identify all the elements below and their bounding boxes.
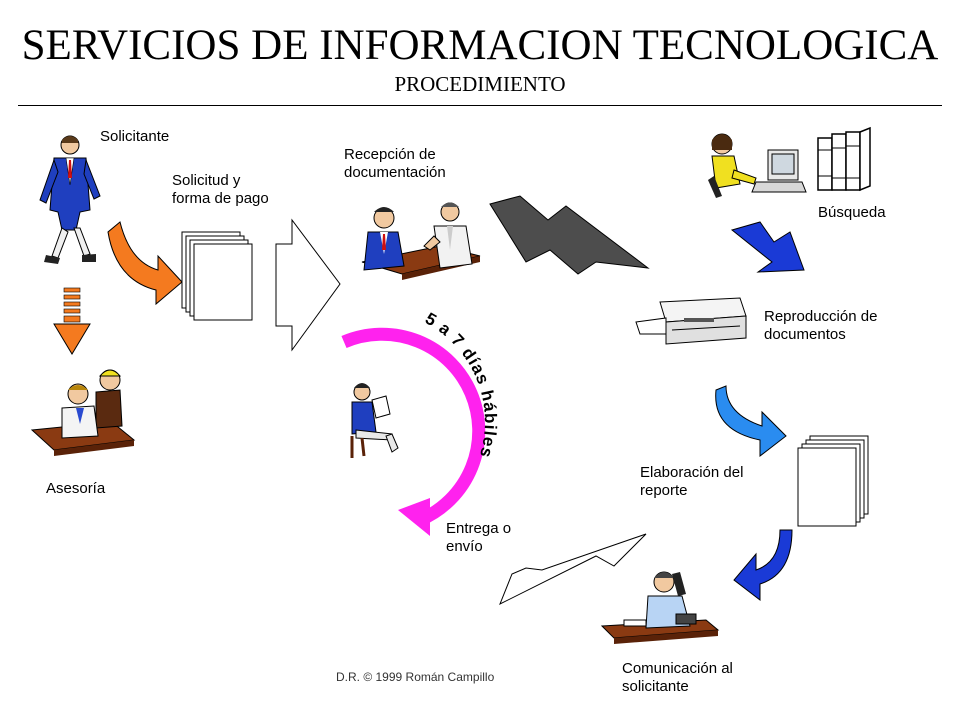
person-walking-icon [39, 135, 101, 264]
label-comunicacion: Comunicación al solicitante [622, 660, 733, 695]
page-subtitle: PROCEDIMIENTO [394, 72, 566, 96]
hollow-flow-arrow [275, 218, 341, 352]
label-asesoria: Asesoría [46, 480, 106, 497]
orange-down-arrow [53, 287, 91, 355]
label-solicitud: Solicitud y forma de pago [172, 172, 269, 207]
documents-stack-icon [797, 435, 869, 527]
dark-flow-arrow [489, 195, 650, 275]
light-blue-flow-arrow [715, 385, 787, 458]
label-elaboracion: Elaboración del reporte [640, 464, 744, 499]
blue-flow-arrow [733, 529, 793, 602]
photocopier-icon [635, 297, 747, 345]
cycle-arc [341, 327, 486, 526]
documents-stack-icon [181, 231, 253, 321]
cycle-arrowhead [398, 498, 430, 536]
page-title: SERVICIOS DE INFORMACION TECNOLOGICA [21, 22, 939, 69]
label-busqueda: Búsqueda [818, 204, 886, 221]
person-phone-icon [600, 571, 720, 644]
computer-user-icon [708, 133, 807, 198]
orange-flow-arrow [107, 221, 183, 306]
person-reading-icon [350, 383, 399, 458]
people-meeting-icon [361, 202, 481, 280]
label-recepcion: Recepción de documentación [344, 146, 446, 181]
blue-flow-arrow [730, 221, 805, 273]
books-icon [817, 126, 871, 192]
label-reproduccion: Reproducción de documentos [764, 308, 878, 343]
hollow-flow-arrow [499, 533, 647, 606]
copyright-footer: D.R. © 1999 Román Campillo [336, 670, 495, 684]
label-entrega: Entrega o envío [446, 520, 512, 555]
label-solicitante: Solicitante [100, 128, 170, 145]
advisory-meeting-icon [30, 369, 136, 456]
title-divider [18, 105, 942, 106]
